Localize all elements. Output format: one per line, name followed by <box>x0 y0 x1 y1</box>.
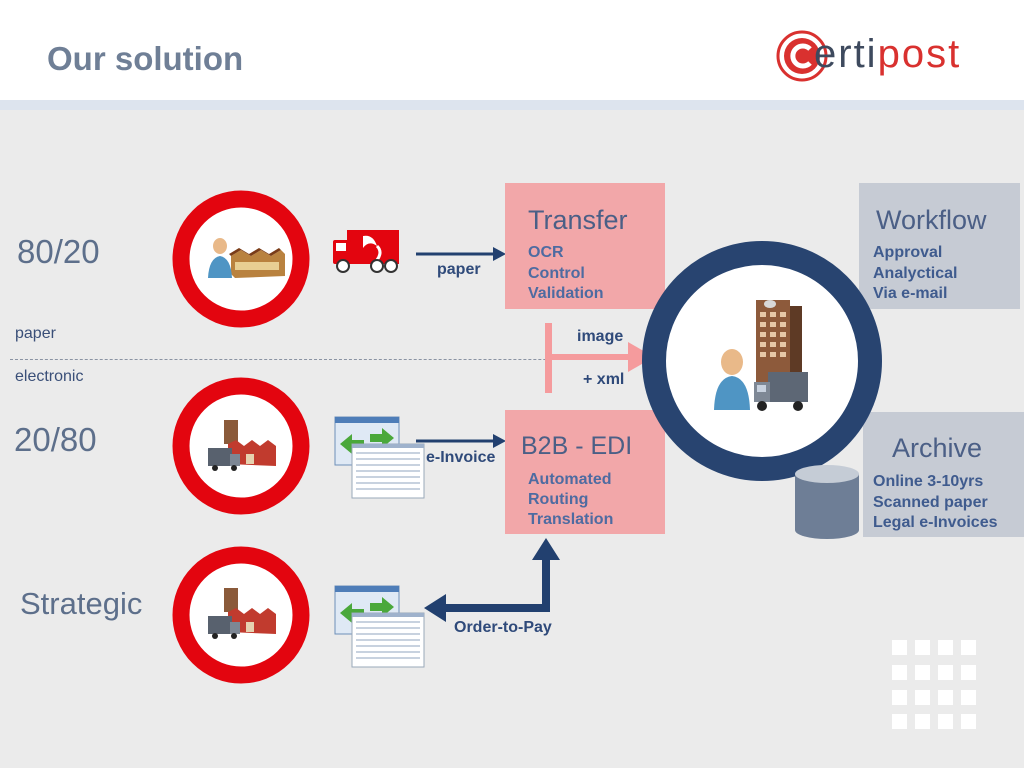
factory-truck-icon-row3 <box>206 586 276 640</box>
transfer-box: Transfer OCR Control Validation <box>505 183 665 309</box>
b2b-line-automated: Automated <box>528 471 612 488</box>
workflow-line-email: Via e-mail <box>873 285 948 302</box>
postal-truck-icon <box>333 228 399 274</box>
database-icon <box>794 464 860 540</box>
order-to-pay-arrow <box>440 558 550 612</box>
header <box>0 0 1024 100</box>
certipost-logo-text: ertipost <box>814 32 962 76</box>
application-window-icon-row2 <box>334 416 426 500</box>
workflow-line-approval: Approval <box>873 244 943 261</box>
b2b-line-routing: Routing <box>528 491 589 508</box>
decorative-tile-pattern <box>892 640 976 730</box>
transfer-line-validation: Validation <box>528 285 604 302</box>
archive-title: Archive <box>892 433 983 463</box>
archive-line-legal: Legal e-Invoices <box>873 514 998 531</box>
page-title: Our solution <box>47 40 244 77</box>
order-to-pay-arrowhead-up <box>532 538 560 560</box>
image-bar <box>545 323 552 393</box>
einvoice-arrow-label: e-Invoice <box>426 449 496 466</box>
paper-arrow-label: paper <box>437 261 481 278</box>
header-divider <box>0 100 1024 110</box>
order-to-pay-arrowhead-left <box>424 594 446 622</box>
application-window-icon-row3 <box>334 585 426 669</box>
b2b-edi-title: B2B - EDI <box>521 432 633 460</box>
certipost-logo-icon <box>776 30 828 82</box>
row-label-strategic: Strategic <box>20 586 143 621</box>
row-label-80-20: 80/20 <box>17 233 100 270</box>
workflow-line-analytical: Analyctical <box>873 265 958 282</box>
paper-arrowhead <box>493 247 506 261</box>
row-label-20-80: 20/80 <box>14 421 97 458</box>
workflow-box: Workflow Approval Analyctical Via e-mail <box>859 183 1020 309</box>
image-arrowhead <box>628 342 654 372</box>
b2b-line-translation: Translation <box>528 511 614 528</box>
archive-line-scanned: Scanned paper <box>873 494 988 511</box>
paper-electronic-divider <box>10 359 646 360</box>
image-arrow-shaft <box>552 354 632 360</box>
einvoice-arrowhead <box>493 434 506 448</box>
b2b-edi-box: B2B - EDI Automated Routing Translation <box>505 410 665 534</box>
electronic-label: electronic <box>15 368 84 385</box>
transfer-line-control: Control <box>528 265 585 282</box>
transfer-title: Transfer <box>528 205 628 235</box>
archive-line-online: Online 3-10yrs <box>873 473 984 490</box>
factory-truck-icon-row2 <box>206 418 276 472</box>
archive-box: Archive Online 3-10yrs Scanned paper Leg… <box>863 412 1024 537</box>
paper-label: paper <box>15 325 56 342</box>
transfer-line-ocr: OCR <box>528 244 564 261</box>
image-label: image <box>577 328 624 345</box>
workflow-title: Workflow <box>876 205 987 235</box>
person-factory-icon <box>205 236 285 282</box>
office-building-person-truck-icon <box>712 296 822 420</box>
xml-label: + xml <box>583 371 625 388</box>
order-to-pay-label: Order-to-Pay <box>454 619 552 636</box>
